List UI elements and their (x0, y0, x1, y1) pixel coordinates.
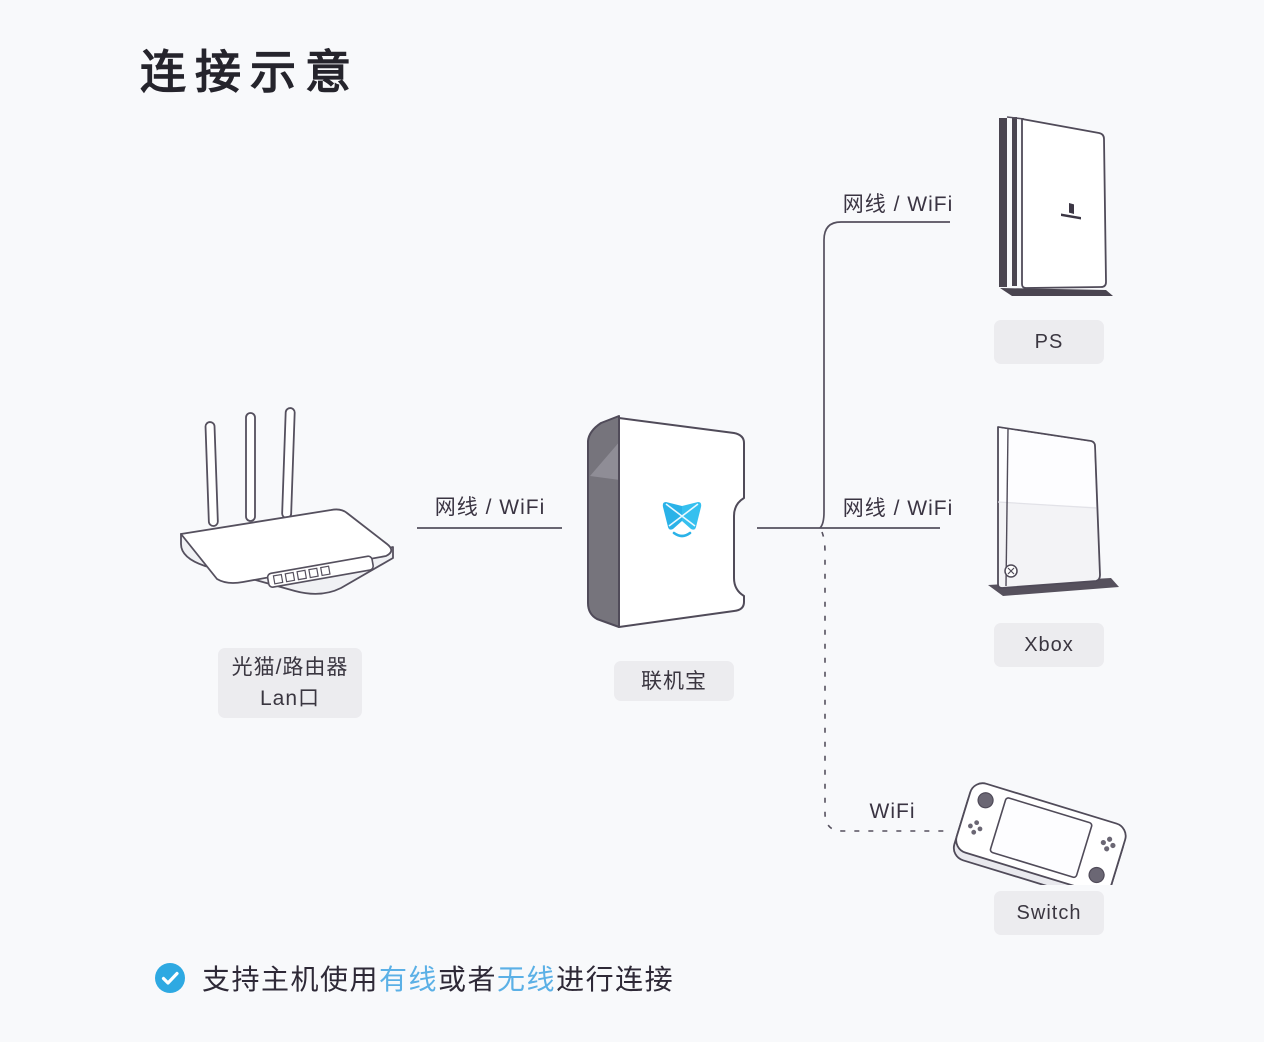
page-title: 连接示意 (140, 46, 360, 98)
xbox-gloss-top (999, 428, 1096, 507)
router-antenna (204, 421, 219, 527)
router-label-line2: Lan口 (259, 687, 321, 710)
footnote: 支持主机使用有线或者无线进行连接 (154, 958, 674, 998)
switch-screen (989, 797, 1093, 879)
link-label-hub-ps: 网线 / WiFi (842, 193, 954, 216)
footnote-text: 支持主机使用有线或者无线进行连接 (202, 958, 674, 998)
wire-hub-ps (819, 221, 950, 529)
hub-side-panel (587, 415, 620, 628)
footnote-segment: 支持主机使用 (202, 964, 380, 995)
ps-stripe (1012, 117, 1017, 286)
xbox-seam-vertical (1005, 428, 1009, 587)
switch-dpad-buttons (968, 820, 983, 835)
footnote-segment-wired: 有线 (379, 964, 439, 995)
router-illustration (180, 407, 394, 595)
xbox-console-illustration (988, 426, 1119, 596)
link-label-hub-switch: WiFi (869, 800, 916, 823)
switch-console-illustration (952, 782, 1127, 885)
hub-label: 联机宝 (641, 669, 707, 693)
ps-label-box: PS (994, 320, 1104, 364)
link-label-router-hub: 网线 / WiFi (434, 496, 546, 519)
router-antenna (245, 412, 256, 522)
link-label-hub-xbox: 网线 / WiFi (842, 497, 954, 520)
wire-hub-switch-dashed (821, 531, 948, 832)
footnote-segment-wireless: 无线 (497, 964, 557, 995)
ps-console-illustration (999, 116, 1113, 296)
router-body-front (180, 533, 394, 595)
switch-label-box: Switch (994, 891, 1104, 935)
ps-label: PS (1034, 330, 1064, 353)
footnote-segment: 或者 (438, 964, 498, 995)
xbox-label-box: Xbox (994, 623, 1104, 667)
switch-right-analog-stick (1088, 866, 1105, 884)
hub-front-face (618, 417, 745, 628)
switch-action-buttons (1100, 836, 1116, 852)
hub-label-box: 联机宝 (614, 661, 734, 701)
footnote-segment: 进行连接 (556, 964, 675, 995)
check-circle-icon (155, 963, 185, 993)
ps-stripe (999, 118, 1007, 287)
router-antenna (281, 407, 296, 519)
switch-left-analog-stick (977, 792, 994, 809)
router-label-box: 光猫/路由器 Lan口 (218, 648, 362, 718)
ps-base (1000, 288, 1113, 296)
router-led-lights (272, 565, 331, 585)
ps-body (1021, 118, 1107, 289)
playstation-logo-icon (1061, 203, 1081, 220)
xbox-label: Xbox (1024, 633, 1074, 656)
hub-illustration (587, 415, 745, 628)
router-label-line1: 光猫/路由器 (231, 656, 349, 679)
xbox-sphere-logo-icon (1004, 564, 1018, 578)
butterfly-logo-icon (662, 502, 702, 538)
switch-label: Switch (1016, 901, 1082, 924)
xbox-seam-horizontal (997, 501, 1097, 509)
